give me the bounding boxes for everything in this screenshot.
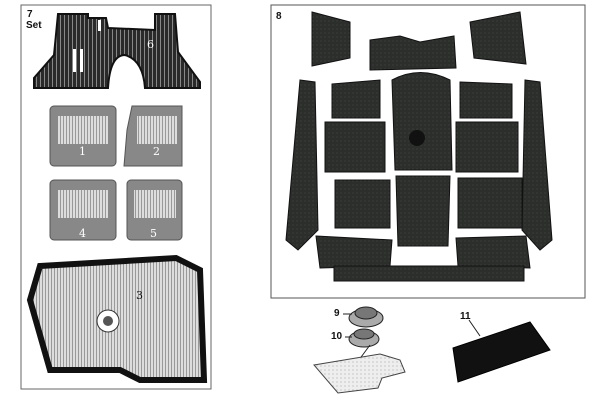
callout-11: 11: [460, 311, 471, 322]
carpet-set-8: [285, 11, 553, 282]
part-label-6: 6: [147, 38, 154, 51]
front-mats: [49, 105, 183, 241]
callout-10: 10: [331, 331, 343, 342]
sound-mat-11: [452, 321, 551, 383]
part-label-1: 1: [79, 145, 86, 158]
part-label-5: 5: [150, 227, 157, 240]
part-label-3: 3: [136, 289, 143, 302]
set-caption: Set: [26, 20, 42, 31]
part-label-2: 2: [153, 145, 160, 158]
grommets: [343, 306, 384, 373]
part-label-4: 4: [79, 227, 86, 240]
felt-pad: [313, 353, 406, 394]
set-number-7: 7: [27, 9, 33, 20]
set-number-8: 8: [276, 11, 282, 22]
callout-9: 9: [334, 308, 340, 319]
